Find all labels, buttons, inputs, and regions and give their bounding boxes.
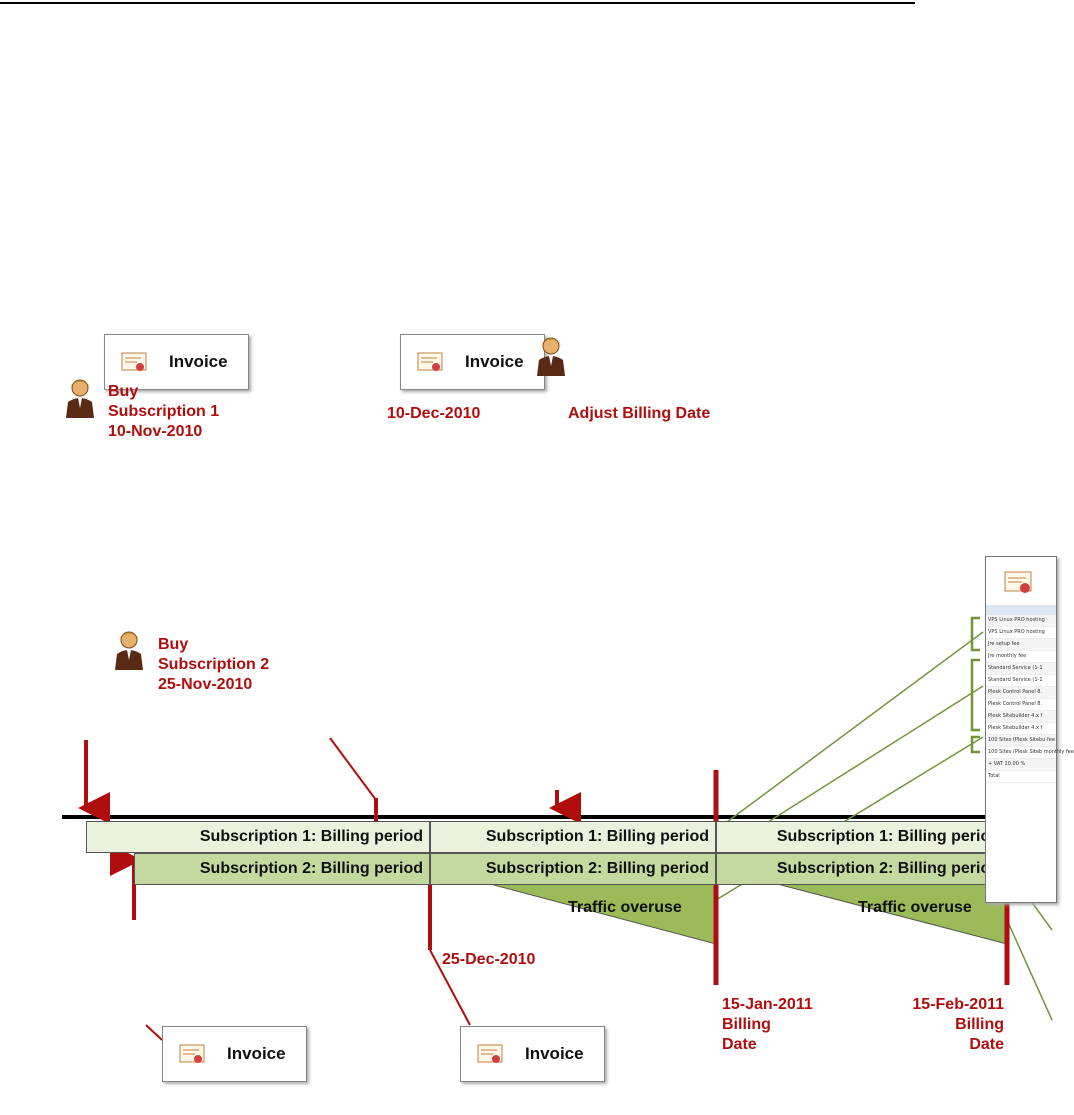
sub1-bar: Subscription 1: Billing period [716,821,1007,853]
invoice-document-row: Standard Service (1-1 [986,675,1056,687]
sub2-bar: Subscription 2: Billing period [134,853,430,885]
dec10-label: 10-Dec-2010 [387,405,481,422]
invoice-document-row: Plesk Control Panel 8. [986,687,1056,699]
dec10-leader [329,737,377,801]
bracket [970,616,980,652]
dec25-label: 25-Dec-2010 [442,951,536,968]
certificate-icon [179,1042,205,1066]
invoice-document-row: Plesk Sitebuilder 4.x f [986,723,1056,735]
sub2-bar: Subscription 2: Billing period [716,853,1007,885]
invoice-document-row: Jre setup fee [986,639,1056,651]
invoice-document-row: VPS Linux PRO hosting [986,627,1056,639]
invoice-label: Invoice [465,352,524,371]
certificate-icon [121,350,147,374]
invoice-box[interactable]: Invoice [400,334,545,390]
certificate-icon [477,1042,503,1066]
invoice-document-row: Plesk Control Panel 8. [986,699,1056,711]
invoice-document-row: Plesk Sitebuilder 4.x f [986,711,1056,723]
invoice-document-header [986,557,1056,605]
top-rule [0,2,915,4]
invoice-document-row: Total [986,771,1056,783]
link-line [715,631,984,831]
invoice-box[interactable]: Invoice [162,1026,307,1082]
invoice-label: Invoice [169,352,228,371]
adjust-label: Adjust Billing Date [568,405,711,422]
bracket [970,658,980,732]
bracket [970,735,980,754]
buy2-leader [145,1024,163,1041]
sub2-bar: Subscription 2: Billing period [430,853,716,885]
invoice-document-row: + VAT 10.00 % [986,759,1056,771]
feb15-label: 15-Feb-2011 Billing Date [912,996,1004,1053]
sub1-bar: Subscription 1: Billing period [430,821,716,853]
person-icon [66,378,94,418]
invoice-document-row: 100 Sites (Plesk Sitebu fee [986,735,1056,747]
buy2-label: Buy Subscription 2 25-Nov-2010 [158,636,270,693]
person-icon [115,630,143,670]
invoice-box[interactable]: Invoice [104,334,249,390]
invoice-label: Invoice [525,1044,584,1063]
invoice-document-row: Standard Service (1-1 [986,663,1056,675]
buy1-label: Buy Subscription 1 10-Nov-2010 [108,383,220,440]
invoice-label: Invoice [227,1044,286,1063]
person-icon [537,336,565,376]
invoice-document-row: 100 Sites (Plesk Siteb monthly fee [986,747,1074,759]
invoice-document-row: Jre monthly fee [986,651,1056,663]
sub1-bar: Subscription 1: Billing period [86,821,430,853]
invoice-document-band [986,605,1056,615]
overuse-label: Traffic overuse [568,899,682,916]
timeline-diagram [62,616,1053,1041]
dec25-leader [429,949,471,1026]
jan15-label: 15-Jan-2011 Billing Date [722,996,813,1053]
invoice-document-row: VPS Linux PRO hosting [986,615,1056,627]
overuse-label: Traffic overuse [858,899,972,916]
certificate-icon [417,350,443,374]
invoice-box[interactable]: Invoice [460,1026,605,1082]
link-line [1006,919,1053,1021]
